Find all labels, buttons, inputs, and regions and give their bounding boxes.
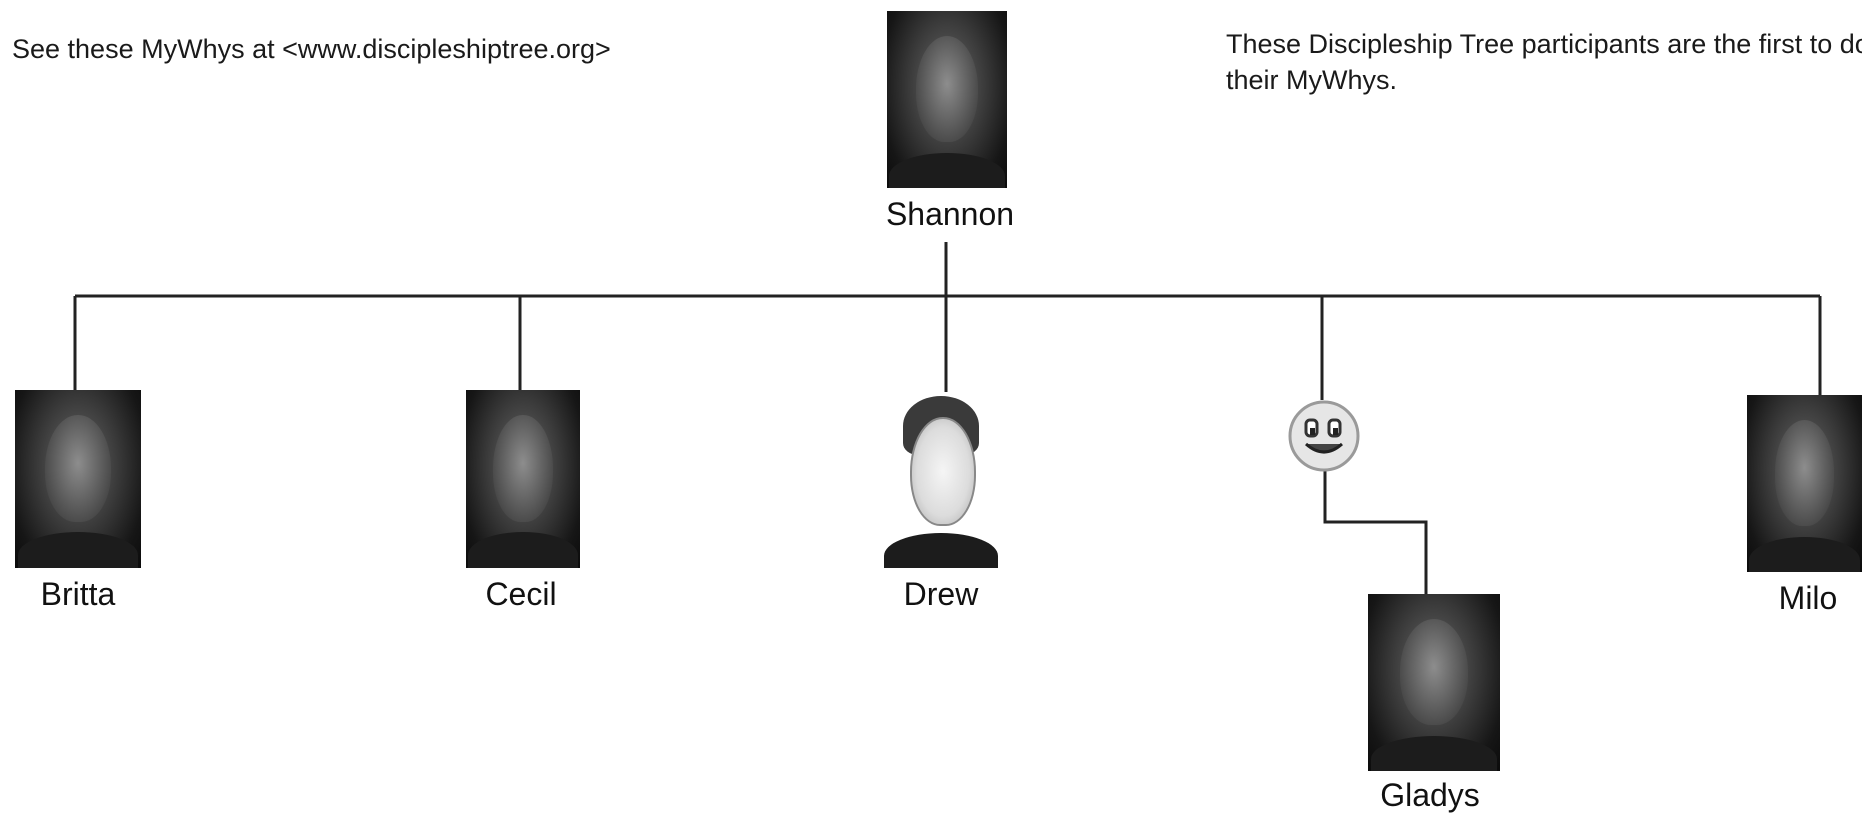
smiley-face-icon [1288,400,1360,472]
drew-name: Drew [903,576,979,612]
website-note: See these MyWhys at <www.discipleshiptre… [12,34,611,64]
drew-photo [882,392,1000,568]
britta-name: Britta [40,576,116,612]
milo-photo [1747,395,1862,572]
cecil-name: Cecil [485,576,557,612]
milo-name: Milo [1778,580,1838,616]
gladys-photo [1368,594,1500,771]
shannon-photo [887,11,1007,188]
gladys-name: Gladys [1380,777,1480,813]
branch-gladys [1323,470,1428,594]
cecil-photo [466,390,580,568]
shannon-name: Shannon [885,196,1015,232]
britta-photo [15,390,141,568]
participants-note: These Discipleship Tree participants are… [1226,29,1862,96]
